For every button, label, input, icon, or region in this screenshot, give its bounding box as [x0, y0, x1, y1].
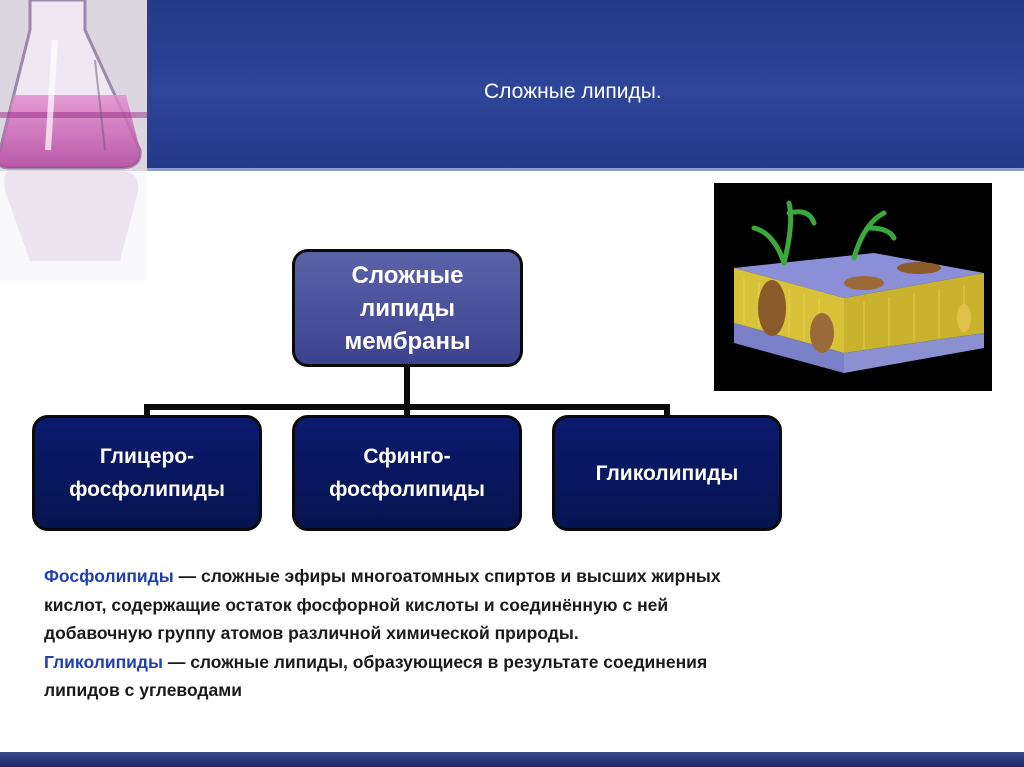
root-node: Сложные липиды мембраны [292, 249, 523, 367]
connector-trunk [404, 367, 410, 407]
footer-band [0, 752, 1024, 767]
child-node-line1: Гликолипиды [595, 461, 739, 485]
slide-title: Сложные липиды. [484, 80, 662, 103]
flask-reflection [0, 171, 147, 281]
flask-image [0, 0, 147, 171]
definition-term: Гликолипиды [44, 651, 163, 672]
definition-body: — сложные липиды, образующиеся в результ… [44, 651, 708, 701]
definition-glycolipids: Гликолипиды — сложные липиды, образующие… [44, 648, 764, 705]
root-node-line2: липиды [360, 294, 455, 322]
definition-term: Фосфолипиды [44, 566, 174, 586]
definition-phospholipids: Фосфолипиды — сложные эфиры многоатомных… [44, 562, 764, 648]
child-node-line1: Сфинго- [363, 445, 451, 468]
header-divider [147, 168, 1024, 171]
connector-middle [404, 404, 410, 417]
child-node-line2: фосфолипиды [329, 478, 485, 501]
child-node-line2: фосфолипиды [69, 478, 225, 501]
definitions-text: Фосфолипиды — сложные эфиры многоатомных… [44, 562, 764, 705]
definition-body: — сложные эфиры многоатомных спиртов и в… [44, 566, 721, 643]
child-node-glycerophospholipids: Глицеро- фосфолипиды [32, 415, 262, 531]
root-node-line3: мембраны [344, 327, 471, 355]
child-node-sphingophospholipids: Сфинго- фосфолипиды [292, 415, 522, 531]
membrane-image [714, 183, 992, 391]
child-node-line1: Глицеро- [99, 445, 195, 468]
child-node-glycolipids: Гликолипиды [552, 415, 782, 531]
header-band [147, 0, 1024, 168]
connector-left [144, 404, 150, 417]
root-node-line1: Сложные [351, 261, 464, 289]
connector-right [664, 404, 670, 417]
